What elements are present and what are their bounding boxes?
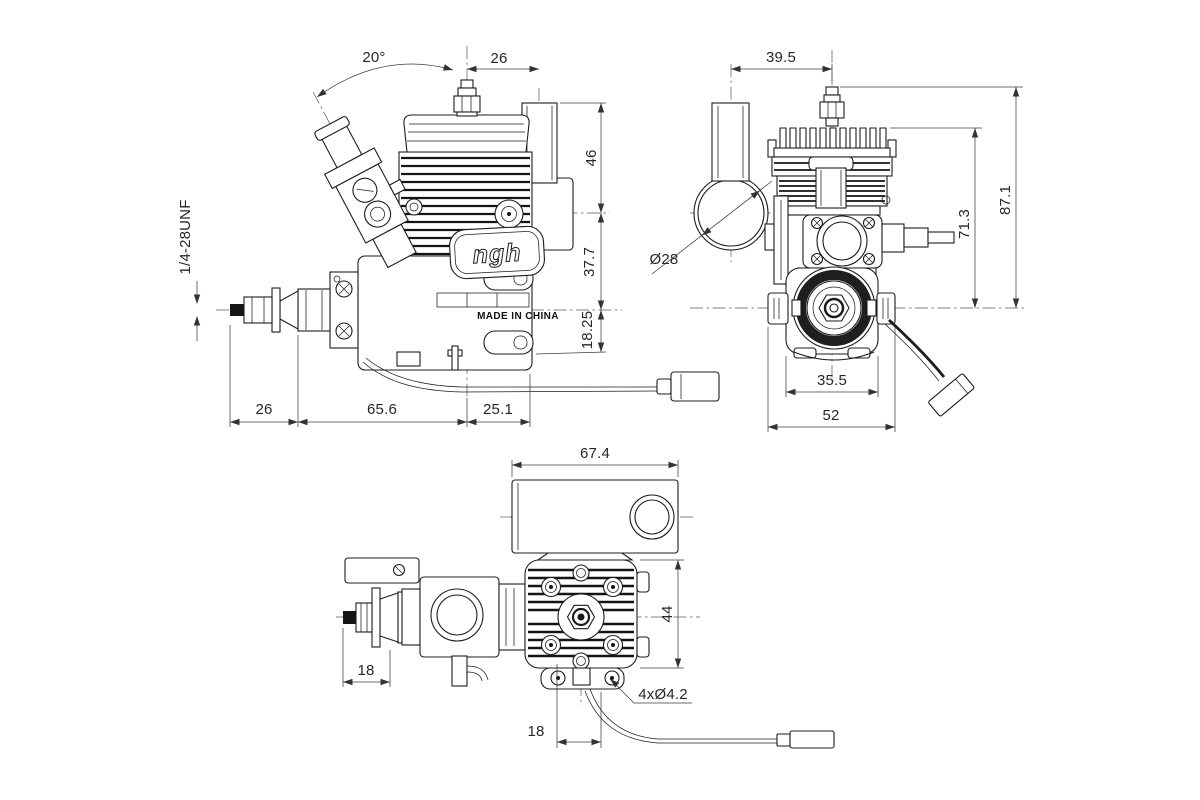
ignition-cable-side bbox=[362, 357, 720, 402]
idle-screw bbox=[388, 178, 406, 196]
dim-prop-thread: 1/4-28UNF bbox=[177, 199, 194, 274]
prop-nut bbox=[243, 296, 273, 324]
carburetor-top bbox=[401, 576, 526, 687]
brand-logo: ngh bbox=[472, 239, 522, 270]
muffler-top bbox=[511, 479, 679, 561]
dim-muffler-length: 67.4 bbox=[580, 445, 610, 462]
cylinder-front bbox=[767, 127, 897, 285]
dim-fin-top-to-mount: 71.3 bbox=[956, 209, 973, 239]
ignition-connector-top bbox=[789, 730, 835, 749]
ignition-connector-front bbox=[928, 373, 975, 417]
spark-plug-side bbox=[453, 79, 481, 117]
dim-muffler-offset: 39.5 bbox=[766, 49, 796, 66]
dim-overall-height: 87.1 bbox=[997, 185, 1014, 215]
carburetor-side bbox=[314, 116, 417, 269]
brand-badge: ngh bbox=[449, 225, 545, 280]
head-fin-base bbox=[773, 147, 891, 158]
mount-bracket-top bbox=[344, 557, 420, 584]
dim-crankcase-width: 35.5 bbox=[817, 372, 847, 389]
ignition-connector-side bbox=[670, 371, 720, 402]
fuel-nipple bbox=[927, 231, 955, 244]
ignition-cable-top bbox=[584, 688, 835, 749]
intake-manifold-top bbox=[498, 583, 526, 651]
top-dimensions: 67.4 44 18 18 4xØ4.2 bbox=[342, 445, 692, 748]
dim-crankcase-length: 65.6 bbox=[367, 401, 397, 418]
prop-shaft-side bbox=[230, 271, 359, 349]
carb-bore bbox=[430, 588, 484, 642]
cable-ferrule bbox=[656, 378, 672, 395]
dim-mount-holes: 4xØ4.2 bbox=[638, 686, 688, 703]
shaft-thread bbox=[230, 304, 244, 316]
dim-head-width: 44 bbox=[659, 605, 676, 622]
drive-hub bbox=[297, 288, 331, 332]
muffler-tube bbox=[711, 102, 750, 182]
front-dimensions: 39.5 Ø28 71.3 87.1 35.5 bbox=[650, 49, 1023, 432]
head-fins bbox=[779, 127, 887, 149]
fin-bolt-icon bbox=[405, 198, 423, 216]
choke-lever bbox=[396, 351, 421, 367]
muffler-front bbox=[693, 102, 776, 251]
dim-exhaust-to-crank: 37.7 bbox=[581, 247, 598, 277]
mount-lug-right bbox=[876, 292, 896, 325]
ignition-cable-front bbox=[884, 318, 975, 417]
cable-ferrule-top bbox=[776, 733, 791, 747]
dim-prop-hub-length: 26 bbox=[255, 401, 272, 418]
prop-washer bbox=[271, 287, 281, 333]
crankcase-side: ngh MADE IN CHINA bbox=[357, 225, 559, 371]
dim-muffler-to-exhaust: 46 bbox=[583, 149, 600, 166]
throttle-arm bbox=[903, 227, 929, 248]
mount-boss-lower bbox=[483, 330, 534, 355]
dim-carb-angle: 20° bbox=[362, 49, 385, 66]
muffler-outlet bbox=[629, 494, 675, 540]
side-dimensions: 20° 26 46 37.7 18.25 1/4-28UNF bbox=[177, 49, 607, 427]
dim-rear-overhang: 25.1 bbox=[483, 401, 513, 418]
prop-nut-top bbox=[355, 602, 373, 633]
shaft-thread-top bbox=[343, 611, 356, 624]
side-view: ngh MADE IN CHINA bbox=[177, 46, 720, 427]
made-in-label: MADE IN CHINA bbox=[477, 311, 559, 322]
mount-lug-left bbox=[767, 292, 789, 325]
crankcase-front bbox=[767, 266, 896, 361]
spark-plug-front bbox=[819, 86, 845, 127]
front-view: 39.5 Ø28 71.3 87.1 35.5 bbox=[650, 49, 1026, 432]
dim-crank-to-mount: 18.25 bbox=[579, 311, 596, 350]
fuel-stub bbox=[451, 655, 468, 687]
cylinder-head-top bbox=[524, 559, 650, 690]
dim-plug-to-muffler: 26 bbox=[490, 50, 507, 67]
dim-plug-offset: 18 bbox=[527, 723, 544, 740]
prop-washer-top bbox=[371, 587, 381, 648]
dim-muffler-diameter: Ø28 bbox=[650, 251, 679, 268]
dim-mount-lug-span: 52 bbox=[822, 407, 839, 424]
dim-prop-hub-top: 18 bbox=[357, 662, 374, 679]
intake-stack bbox=[815, 167, 847, 209]
throttle-block bbox=[881, 223, 905, 253]
top-view: 67.4 44 18 18 4xØ4.2 bbox=[336, 445, 835, 749]
cylinder-head-cap bbox=[403, 114, 530, 153]
